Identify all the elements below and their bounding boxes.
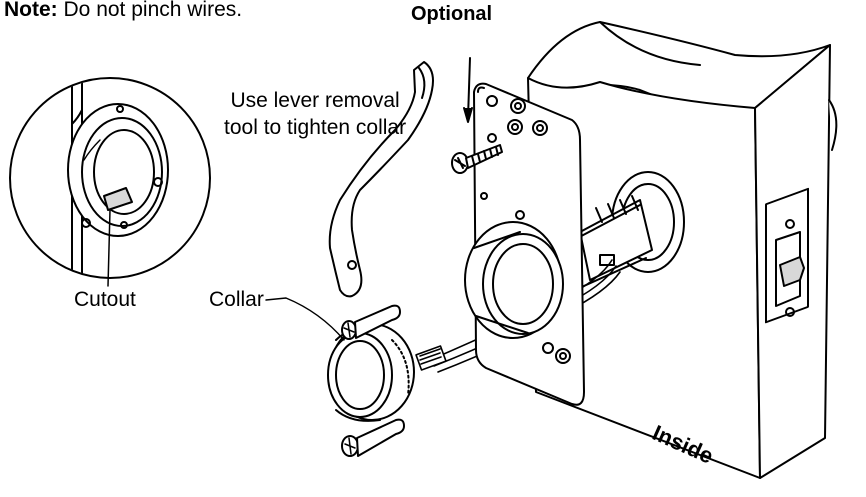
lever-removal-tool: [328, 61, 434, 298]
plate-boss: [464, 221, 564, 339]
latch-faceplate: [765, 187, 809, 324]
lever-tool-label-line1: Use lever removal: [230, 89, 400, 112]
collar-leader: [265, 297, 345, 341]
note-text: Note: Do not pinch wires.: [4, 0, 242, 22]
lock-chassis: [569, 171, 685, 291]
lever-tool-label-line2: tool to tighten collar: [224, 116, 407, 139]
door-top-curve: [599, 21, 701, 66]
door-top-face: [527, 21, 831, 111]
note-label: Note:: [4, 0, 58, 21]
door: [527, 21, 831, 479]
latch-bolt: [779, 256, 805, 287]
note-body: Do not pinch wires.: [63, 0, 243, 21]
lever-tool-label: Use lever removal tool to tighten collar: [224, 87, 406, 141]
exterior-spindle: [828, 99, 838, 151]
optional-label: Optional: [411, 3, 493, 25]
cutout-leader: [107, 209, 111, 287]
collar: [327, 323, 415, 422]
collar-screw-bottom: [341, 418, 405, 457]
cutout-label: Cutout: [74, 288, 136, 311]
collar-label: Collar: [209, 288, 264, 311]
detail-magnifier: [9, 77, 211, 279]
door-front-face: [527, 77, 761, 479]
cutout-notch: [103, 187, 133, 211]
collar-screw-top: [341, 304, 401, 340]
optional-screw: [451, 57, 503, 174]
